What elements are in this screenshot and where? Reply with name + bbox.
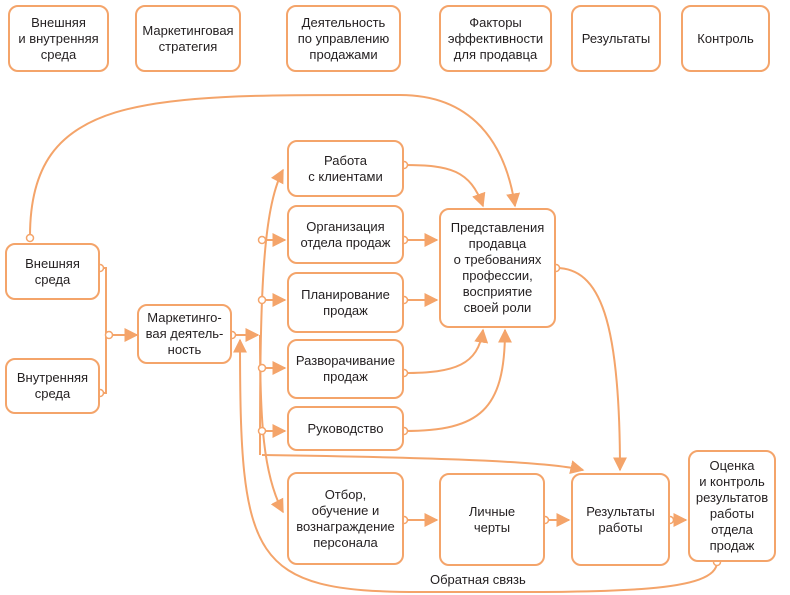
trunk-line [259, 168, 284, 456]
node-sales-planning: Планирование продаж [287, 272, 404, 333]
header-environment: Внешняя и внутренняя среда [8, 5, 109, 72]
arc-external-to-perceptions [29, 93, 521, 237]
header-efficiency-factors: Факторы эффективности для продавца [439, 5, 552, 72]
node-internal-environment: Внутренняя среда [5, 358, 100, 414]
node-sales-deployment: Разворачивание продаж [287, 339, 404, 399]
node-client-work: Работа с клиентами [287, 140, 404, 197]
feedback-label: Обратная связь [430, 572, 526, 587]
node-personal-traits: Личные черты [439, 473, 545, 566]
header-marketing-strategy: Маркетинговая стратегия [135, 5, 241, 72]
node-marketing-activity: Маркетинго- вая деятель- ность [137, 304, 232, 364]
node-seller-perceptions: Представления продавца о требованиях про… [439, 208, 556, 328]
node-external-environment: Внешняя среда [5, 243, 100, 300]
node-sales-organization: Организация отдела продаж [287, 205, 404, 264]
node-evaluation-control: Оценка и контроль результатов работы отд… [688, 450, 776, 562]
header-sales-management: Деятельность по управлению продажами [286, 5, 401, 72]
trunk-lower [259, 334, 284, 514]
node-work-results: Результаты работы [571, 473, 670, 566]
link-deployment-perceptions [403, 328, 489, 374]
header-results: Результаты [571, 5, 661, 72]
feedback-loop [233, 338, 718, 594]
link-trunk-results [261, 454, 585, 474]
link-perceptions-results [555, 267, 627, 472]
node-leadership: Руководство [287, 406, 404, 451]
link-leadership-perceptions [403, 328, 512, 432]
header-control: Контроль [681, 5, 770, 72]
node-staff-selection: Отбор, обучение и вознаграждение персона… [287, 472, 404, 565]
link-external-bus [100, 267, 107, 394]
link-clients-perceptions [403, 164, 486, 208]
